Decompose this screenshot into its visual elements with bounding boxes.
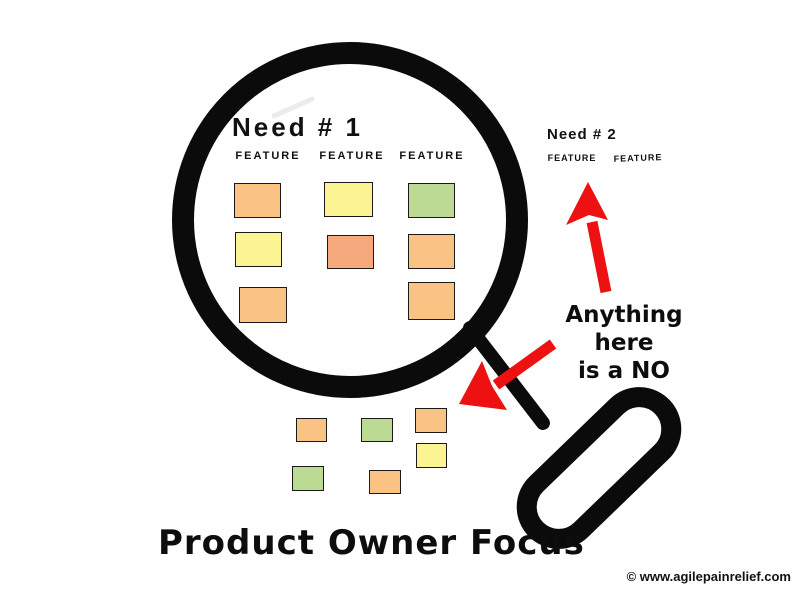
arrow-up [566, 182, 612, 294]
lens-glare [271, 96, 315, 119]
annotation-line: is a NO [578, 358, 670, 384]
annotation-text: Anything here is a NO [540, 301, 708, 385]
sticky-note [415, 408, 447, 433]
watermark: © www.agilepainrelief.com [626, 569, 791, 584]
arrow-down-left [459, 339, 557, 410]
lens-circle [172, 42, 528, 398]
feature-column-label: FEATURE [547, 153, 597, 163]
handle-grip [516, 387, 682, 549]
page-title: Product Owner Focus [158, 523, 585, 563]
need-1-heading: Need # 1 [232, 112, 363, 142]
feature-column-label: FEATURE [235, 150, 301, 162]
sticky-note [408, 234, 455, 269]
sticky-note [408, 183, 455, 218]
sticky-note [239, 287, 287, 323]
sticky-note [408, 282, 455, 320]
sticky-note [235, 232, 282, 267]
feature-column-label: FEATURE [319, 150, 385, 162]
feature-column-label: FEATURE [613, 152, 663, 164]
sticky-note [234, 183, 281, 218]
sticky-note [416, 443, 447, 468]
sticky-note [327, 235, 374, 269]
sticky-note [361, 418, 393, 442]
need-2-heading: Need # 2 [547, 126, 617, 143]
feature-column-label: FEATURE [399, 150, 465, 162]
sticky-note [292, 466, 324, 491]
annotation-line: Anything [565, 302, 683, 328]
sticky-note [296, 418, 327, 442]
annotation-line: here [594, 330, 654, 356]
sticky-note [324, 182, 373, 217]
sticky-note [369, 470, 401, 494]
